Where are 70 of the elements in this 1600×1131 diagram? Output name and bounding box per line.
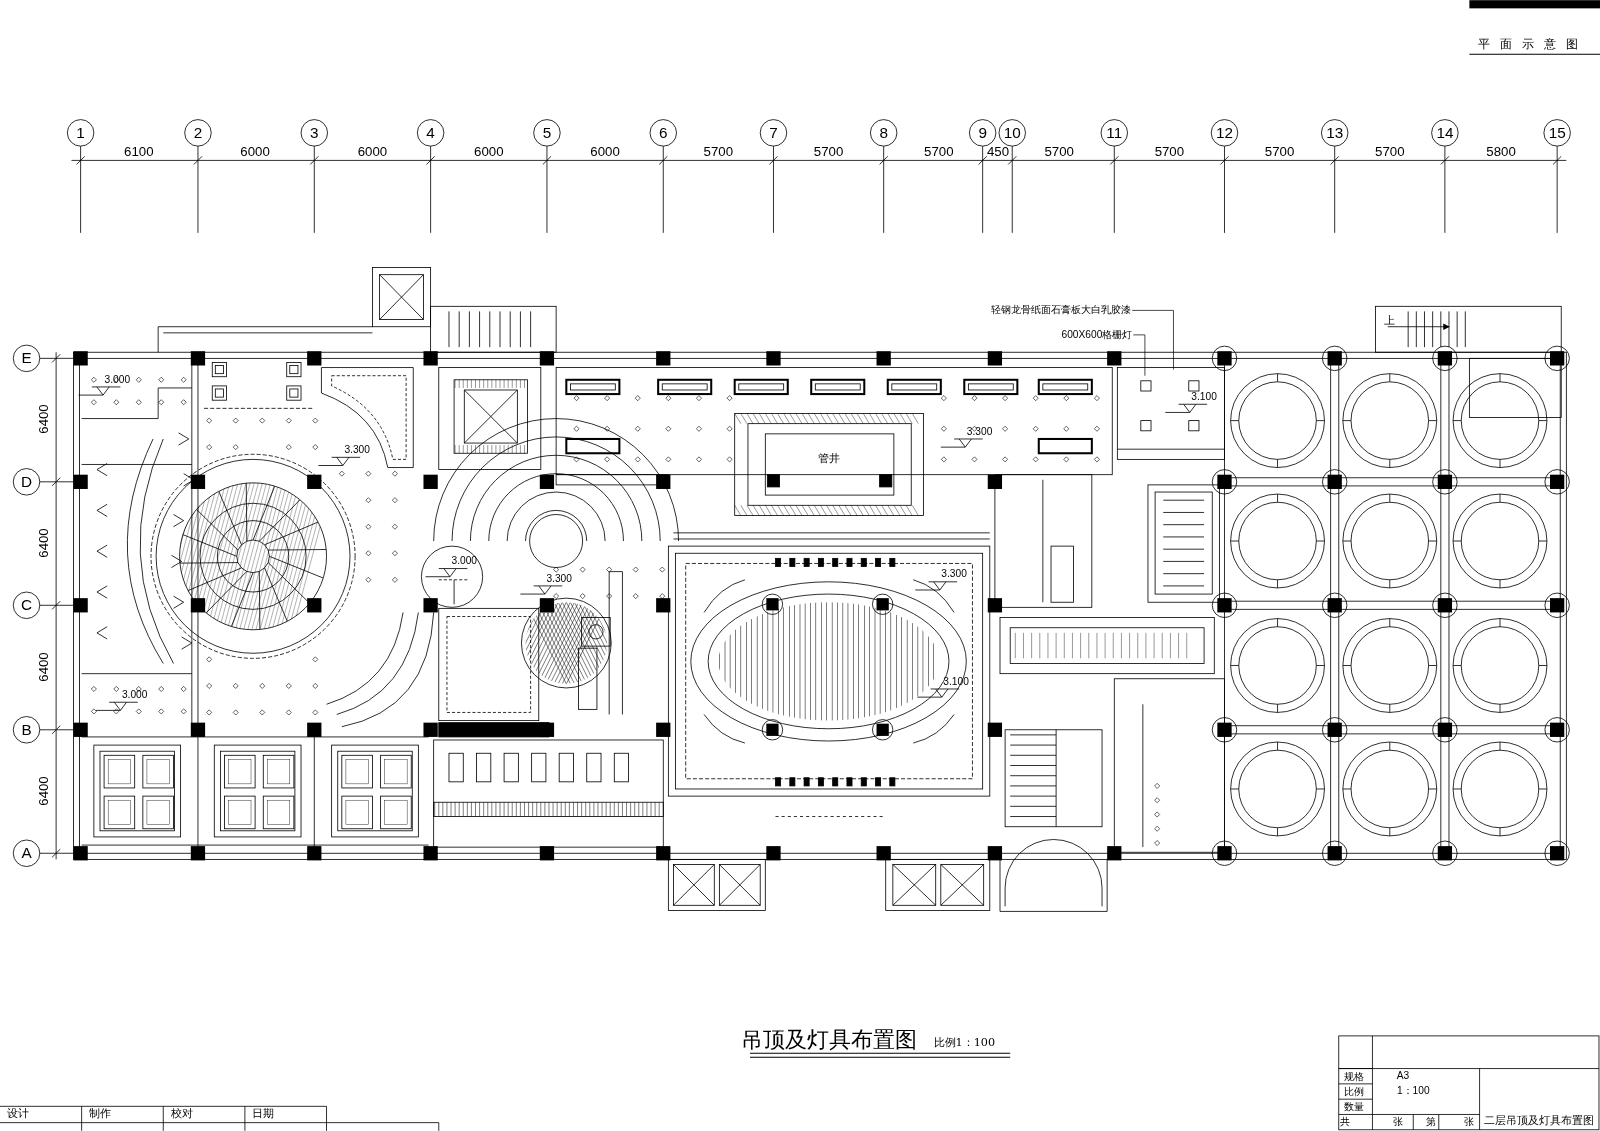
sheet-header: 平面示意图 [1477,37,1588,50]
axis-letter: A [21,845,32,861]
dimension-text: 6000 [474,145,504,159]
dimension-text: 6000 [240,145,270,159]
axis-number: 3 [310,125,319,141]
axis-number: 4 [426,125,435,141]
dimension-text: 5700 [1154,145,1185,159]
axis-number: 2 [193,125,203,141]
drawing-title: 吊顶及灯具布置图 [740,1027,917,1050]
field-label: 比例 [1344,1086,1365,1097]
axis-letter: B [21,721,32,738]
dimension-text: 6000 [590,145,620,159]
dimension-text: 5800 [1486,145,1516,159]
dimension-text: 450 [986,145,1009,159]
field-label: 规格 [1344,1071,1365,1082]
field-value: A3 [1396,1070,1410,1081]
elevation-text: 3.000 [451,556,478,567]
field-label: 共 [1339,1117,1350,1128]
elevation-text: 3.300 [966,426,993,437]
axis-number: 5 [542,125,552,141]
axis-number: 6 [659,125,668,141]
dimension-text: 6000 [357,145,388,159]
elevation-text: 3.100 [1191,391,1217,403]
elevation-text: 3.000 [121,689,148,700]
axis-number: 14 [1436,125,1454,141]
elevation-text: 3.000 [104,374,131,385]
dimension-text: 5700 [1375,145,1405,159]
dimension-text: 6400 [37,528,51,558]
dimension-text: 6100 [124,145,154,159]
room-label: 管井 [817,453,840,465]
axis-number: 9 [978,125,987,141]
axis-number: 7 [769,125,778,141]
dimension-text: 6400 [37,404,51,435]
annotation-text: 轻钢龙骨纸面石膏板大白乳胶漆 [991,305,1132,316]
field-label: 张 [1392,1117,1403,1128]
field-label: 第 [1425,1117,1436,1128]
axis-letter: E [21,350,32,366]
dimension-text: 6400 [37,652,51,683]
field-label: 制作 [89,1108,111,1120]
dimension-text: 5700 [1264,145,1295,159]
field-label: 校对 [170,1108,193,1120]
axis-number: 10 [1003,125,1021,141]
elevation-text: 3.300 [546,573,572,584]
field-label: 张 [1464,1117,1475,1128]
leader-line [1131,310,1174,370]
dimension-text: 5700 [703,145,734,159]
axis-number: 8 [879,125,888,141]
axis-number: 13 [1326,125,1344,141]
dimension-text: 5700 [813,145,844,159]
scale-text: 比例1：100 [933,1037,996,1049]
axis-letter: C [21,597,33,613]
dimension-text: 6400 [37,776,51,806]
axis-number: 11 [1106,125,1123,141]
field-label: 设计 [7,1108,30,1120]
axis-number: 15 [1548,125,1566,141]
elevation-text: 3.300 [941,569,967,580]
axis-number: 12 [1216,125,1233,141]
axis-letter: D [21,473,33,490]
field-value: 1：100 [1396,1085,1430,1096]
field-label: 日期 [252,1108,275,1120]
elevation-text: 3.100 [943,676,969,687]
stair-direction-text: 上 [1384,315,1396,328]
dimension-text: 5700 [924,145,954,159]
elevation-text: 3.300 [344,444,370,456]
sheet-title: 二层吊顶及灯具布置图 [1483,1115,1594,1128]
axis-number: 1 [76,125,85,141]
annotation-text: 600X600格栅灯 [1061,329,1133,340]
field-label: 数量 [1344,1102,1365,1113]
dimension-text: 5700 [1044,145,1074,159]
leader-line [1133,334,1146,377]
